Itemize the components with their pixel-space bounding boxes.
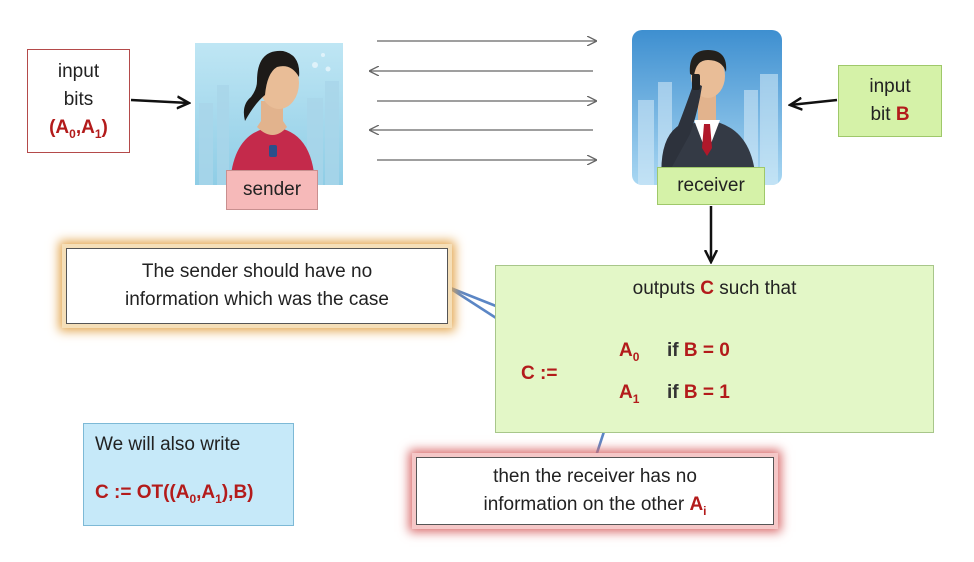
input-bits-box: input bits (A0,A1) [27,49,130,153]
input-bits-line1: input [57,61,100,82]
input-bit-line2: bit B [870,104,910,125]
input-bits-arrow [130,100,189,103]
receiver-label: receiver [657,167,765,205]
sender-label: sender [226,170,318,210]
condition-b1: if B = 1 [667,382,730,403]
also-write-line1: We will also write [95,434,241,455]
businessman-on-phone-icon [632,30,782,185]
case-a0: A0 [619,340,640,364]
case-a1: A1 [619,382,640,406]
woman-listening-icon [195,43,343,185]
input-bit-box: input bit B [838,65,942,137]
receiver-illustration [632,30,782,185]
sender-note-line2: information which was the case [124,289,389,310]
sender-note-line1: The sender should have no [141,261,373,282]
input-bit-line1: input [869,76,911,97]
input-bits-pair: (A0,A1) [49,117,108,141]
receiver-privacy-note: then the receiver has no information on … [416,457,774,525]
input-bit-arrow [790,100,838,105]
receiver-note-line1: then the receiver has no [493,466,697,487]
sender-illustration [195,43,343,185]
receiver-note-line2: information on the other Ai [483,494,707,518]
c-assign: C := [521,363,558,384]
outputs-box: outputs C such that C := A0 A1 if B = 0 … [495,265,934,433]
input-bits-line2: bits [63,89,94,110]
also-write-box: We will also write C := OT((A0,A1),B) [83,423,294,526]
sender-privacy-note: The sender should have no information wh… [66,248,448,324]
condition-b0: if B = 0 [667,340,730,361]
outputs-title: outputs C such that [632,278,797,299]
ot-formula: C := OT((A0,A1),B) [95,482,254,506]
